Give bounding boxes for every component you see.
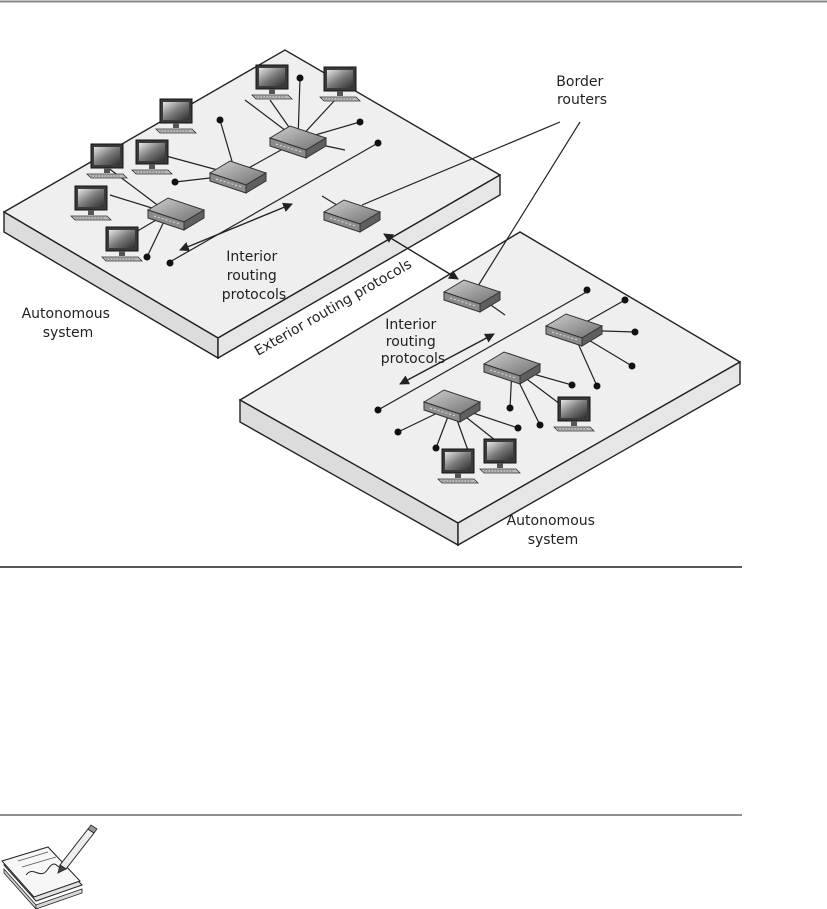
notepad-pencil-icon bbox=[1, 824, 98, 909]
interior-routing-label-right: Interior routing protocols bbox=[381, 317, 445, 367]
autonomous-system-label-right: Autonomous system bbox=[507, 513, 600, 548]
interior-arrow-right bbox=[399, 333, 495, 385]
left-endpoints bbox=[143, 74, 382, 267]
interior-arrow-left bbox=[179, 202, 293, 252]
exterior-arrow bbox=[383, 233, 459, 280]
autonomous-system-label-left: Autonomous system bbox=[22, 306, 115, 341]
right-endpoints bbox=[374, 286, 639, 452]
interior-routing-label-left: Interior routing protocols bbox=[222, 249, 286, 303]
border-routers-label: Border routers bbox=[556, 74, 607, 108]
left-platform bbox=[2, 49, 502, 360]
border-router-callouts bbox=[361, 121, 581, 287]
